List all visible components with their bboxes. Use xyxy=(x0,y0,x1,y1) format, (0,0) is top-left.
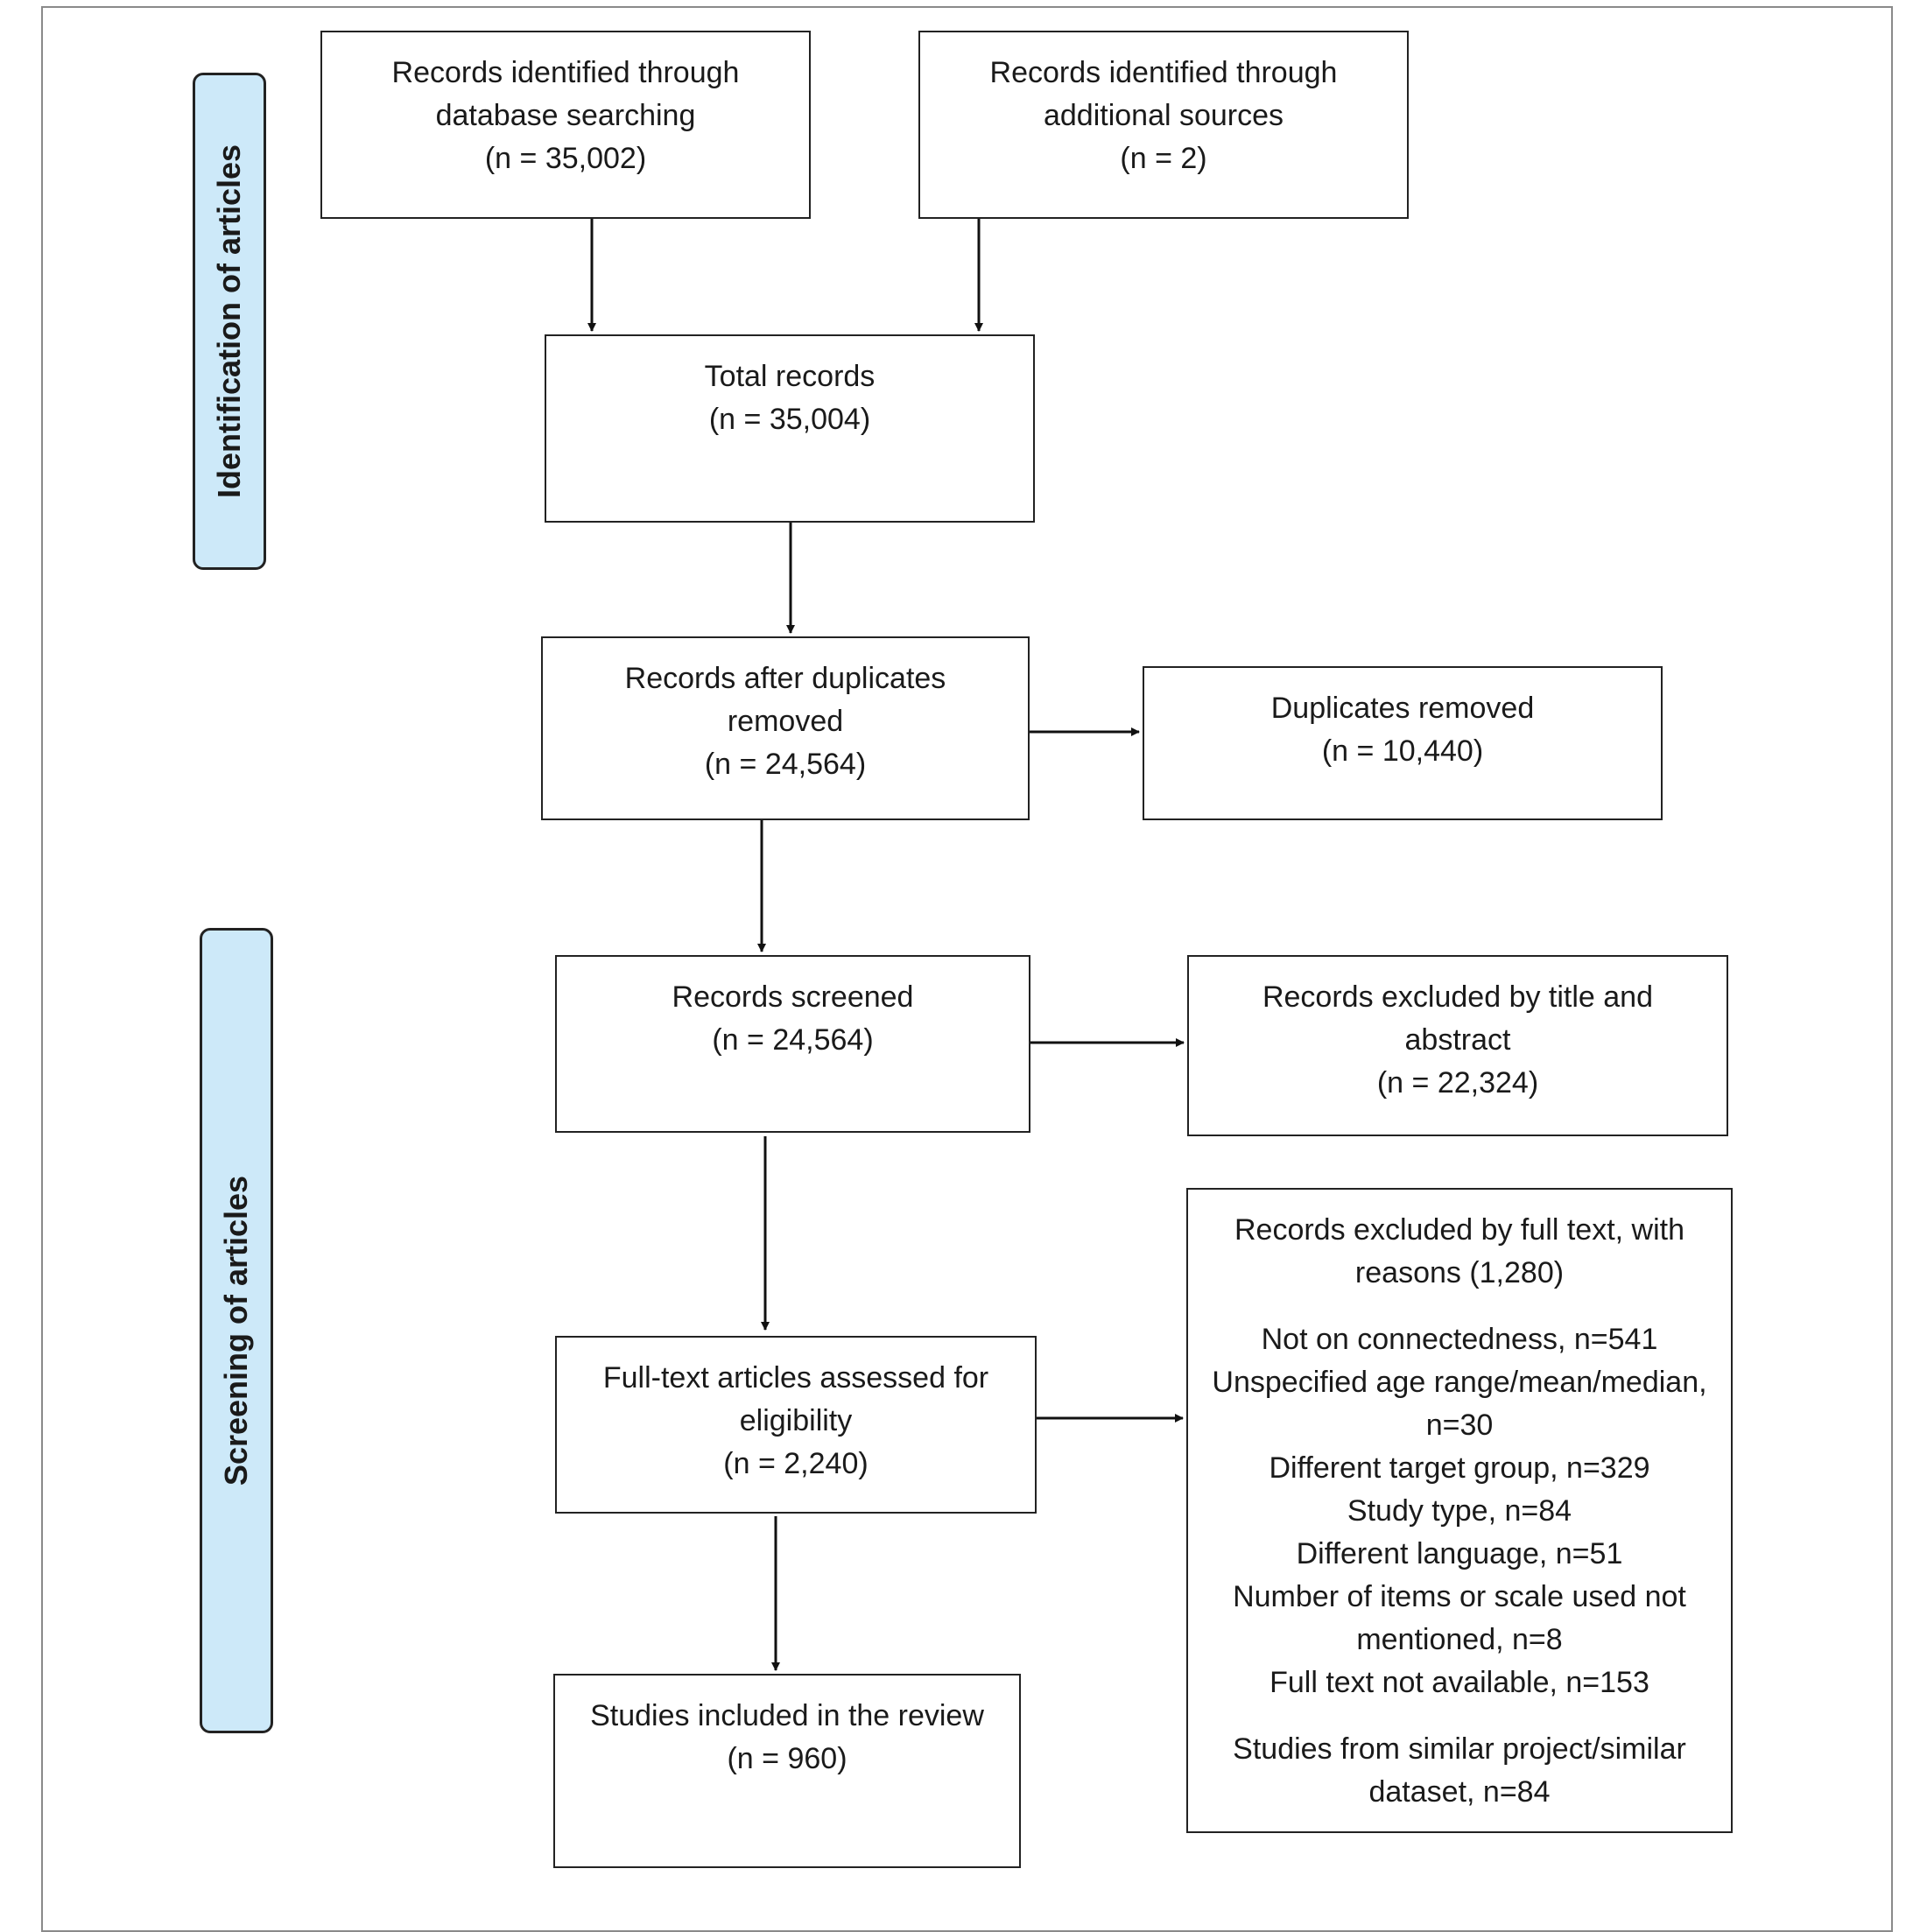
exclusion-reason: Different language, n=51 xyxy=(1296,1537,1623,1570)
box-text-line: (n = 22,324) xyxy=(1376,1066,1539,1099)
box-text-line: (n = 24,564) xyxy=(712,1023,874,1057)
box-text-line: (n = 10,440) xyxy=(1321,734,1484,768)
stage-screening: Screening of articles xyxy=(200,928,273,1733)
exclusion-reason: Study type, n=84 xyxy=(1347,1494,1572,1528)
box-total-records: Total records (n = 35,004) xyxy=(545,334,1035,523)
box-text-line: Total records xyxy=(704,360,876,393)
box-after-duplicates: Records after duplicates removed (n = 24… xyxy=(541,636,1030,820)
box-text-line: additional sources xyxy=(1043,99,1284,132)
exclusion-reason: n=30 xyxy=(1425,1409,1494,1442)
exclusion-reason: Full text not available, n=153 xyxy=(1269,1666,1649,1699)
box-duplicates-removed: Duplicates removed (n = 10,440) xyxy=(1143,666,1663,820)
box-excluded-fulltext: Records excluded by full text, with reas… xyxy=(1186,1188,1733,1833)
box-database-search: Records identified through database sear… xyxy=(320,31,811,219)
box-text-line: reasons (1,280) xyxy=(1354,1256,1565,1289)
exclusion-reason: Not on connectedness, n=541 xyxy=(1261,1323,1658,1356)
excluded-footer: Studies from similar project/similar dat… xyxy=(1188,1728,1731,1814)
exclusion-reason: Different target group, n=329 xyxy=(1269,1451,1650,1485)
box-text-line: abstract xyxy=(1404,1023,1511,1057)
box-text-line: (n = 35,002) xyxy=(484,142,647,175)
box-text-line: Records identified through xyxy=(391,56,740,89)
box-text-line: database searching xyxy=(435,99,696,132)
box-text-line: (n = 2,240) xyxy=(723,1447,869,1480)
box-text-line: (n = 2) xyxy=(1120,142,1207,175)
box-studies-included: Studies included in the review (n = 960) xyxy=(553,1674,1021,1868)
excluded-heading: Records excluded by full text, with reas… xyxy=(1188,1209,1731,1295)
box-text-line: eligibility xyxy=(739,1404,853,1437)
box-additional-sources: Records identified through additional so… xyxy=(918,31,1409,219)
box-records-screened: Records screened (n = 24,564) xyxy=(555,955,1030,1133)
box-text-line: Records identified through xyxy=(989,56,1338,89)
box-text-line: Studies included in the review xyxy=(590,1699,984,1732)
box-text-line: Studies from similar project/similar xyxy=(1233,1732,1686,1766)
box-text-line: Records screened xyxy=(672,980,914,1014)
exclusion-reason: Unspecified age range/mean/median, xyxy=(1212,1366,1707,1399)
box-text-line: Duplicates removed xyxy=(1270,692,1535,725)
stage-identification: Identification of articles xyxy=(193,73,266,570)
box-text-line: removed xyxy=(727,705,844,738)
box-text-line: (n = 24,564) xyxy=(704,748,867,781)
box-fulltext-assessed: Full-text articles assessed for eligibil… xyxy=(555,1336,1037,1514)
box-text-line: (n = 960) xyxy=(727,1742,847,1775)
box-text-line: dataset, n=84 xyxy=(1368,1775,1551,1809)
excluded-reasons: Not on connectedness, n=541 Unspecified … xyxy=(1188,1318,1731,1704)
box-text-line: Records excluded by full text, with xyxy=(1234,1213,1685,1247)
box-text-line: Full-text articles assessed for xyxy=(602,1361,989,1395)
box-text-line: Records excluded by title and xyxy=(1262,980,1654,1014)
box-excluded-title-abstract: Records excluded by title and abstract (… xyxy=(1187,955,1728,1136)
box-text-line: Records after duplicates xyxy=(624,662,946,695)
exclusion-reason: mentioned, n=8 xyxy=(1356,1623,1563,1656)
exclusion-reason: Number of items or scale used not xyxy=(1233,1580,1686,1613)
box-text-line: (n = 35,004) xyxy=(708,403,871,436)
